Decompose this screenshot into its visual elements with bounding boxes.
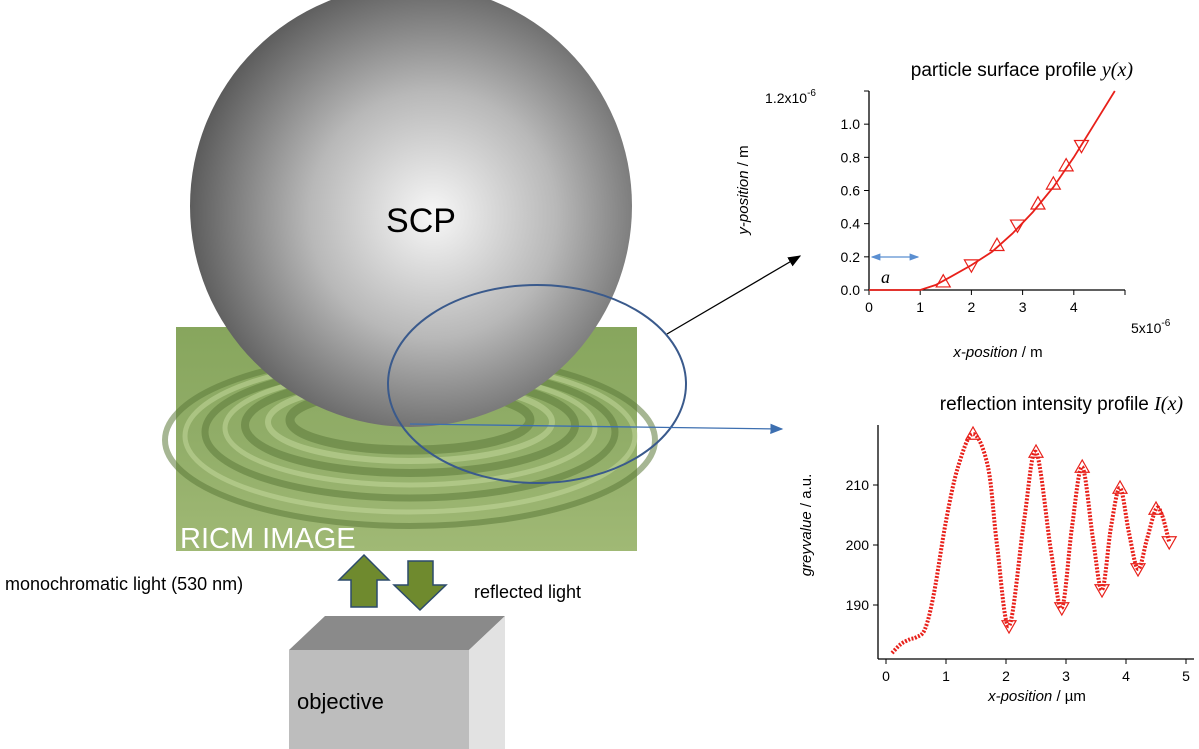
chart2-y-tick-label: 190 bbox=[846, 597, 870, 613]
chart1-series-line bbox=[869, 90, 1116, 291]
scp-label: SCP bbox=[386, 202, 456, 240]
arrow-to-intensity-profile bbox=[409, 423, 784, 435]
chart1-marker-up bbox=[1058, 157, 1075, 172]
contact-radius-label: a bbox=[881, 267, 890, 287]
chart1-x-tick-label: 1 bbox=[916, 299, 924, 315]
chart2-axes: 0 1 2 3 4 5 190 200 210 bbox=[846, 425, 1194, 684]
chart2-marker-down bbox=[1093, 584, 1111, 599]
chart1-xlabel: x-position / m bbox=[952, 344, 1042, 361]
chart2-marker-up bbox=[964, 425, 982, 440]
chart2-xlabel: x-position / µm bbox=[987, 688, 1086, 705]
chart1-ylabel: y-position / m bbox=[735, 145, 752, 235]
chart2-marker-down bbox=[1161, 536, 1178, 551]
surface-profile-chart: particle surface profile y(x) 0 1 2 3 4 0.0 0.… bbox=[735, 59, 1171, 361]
ricm-image-label: RICM IMAGE bbox=[180, 523, 356, 555]
chart2-x-tick-label: 2 bbox=[1002, 668, 1010, 684]
chart1-x-tick-label: 2 bbox=[968, 299, 976, 315]
chart1-marker-up bbox=[935, 273, 952, 288]
chart1-marker-up bbox=[1029, 195, 1046, 210]
chart1-y-tick-label: 1.0 bbox=[841, 116, 861, 132]
chart2-marker-down bbox=[1000, 620, 1018, 635]
chart2-marker-down bbox=[1129, 563, 1147, 578]
chart2-marker-up bbox=[1074, 458, 1091, 473]
chart2-y-tick-label: 200 bbox=[846, 537, 870, 553]
region-of-interest-ellipse bbox=[387, 284, 687, 484]
incident-light-arrow bbox=[337, 553, 391, 608]
chart2-title: reflection intensity profile I(x) bbox=[940, 393, 1184, 415]
chart1-y-tick-label: 0.6 bbox=[841, 183, 861, 199]
objective-block: objective bbox=[289, 616, 505, 749]
chart2-x-tick-label: 4 bbox=[1122, 668, 1130, 684]
chart2-marks bbox=[890, 425, 1178, 655]
chart1-y-tick-label: 0.8 bbox=[841, 149, 861, 165]
chart2-x-tick-label: 3 bbox=[1062, 668, 1070, 684]
reflected-light-arrow bbox=[392, 560, 448, 612]
chart1-y-tick-label: 0.4 bbox=[841, 216, 861, 232]
chart1-marker-up bbox=[1045, 175, 1062, 190]
chart2-marker-up bbox=[1147, 500, 1165, 515]
chart2-y-tick-label: 210 bbox=[846, 477, 870, 493]
chart1-y-tick-label: 0.0 bbox=[841, 282, 861, 298]
chart1-marker-down bbox=[1073, 139, 1090, 154]
chart2-x-tick-label: 1 bbox=[942, 668, 950, 684]
chart1-marks bbox=[869, 90, 1116, 291]
objective-label: objective bbox=[297, 689, 384, 714]
chart1-x-exp-label: 5x10-6 bbox=[1131, 318, 1171, 336]
chart2-marker-down bbox=[1053, 602, 1070, 617]
chart1-x-tick-label: 3 bbox=[1019, 299, 1027, 315]
chart1-x-tick-label: 0 bbox=[865, 299, 873, 315]
chart2-marker-up bbox=[1027, 443, 1045, 458]
scp-particle: SCP bbox=[190, 0, 632, 427]
incident-light-label: monochromatic light (530 nm) bbox=[5, 574, 243, 594]
chart1-marker-up bbox=[988, 237, 1006, 252]
chart2-ylabel: greyvalue / a.u. bbox=[798, 474, 815, 577]
chart1-title: particle surface profile y(x) bbox=[911, 59, 1134, 81]
arrow-to-surface-profile bbox=[666, 255, 802, 335]
chart2-x-tick-label: 0 bbox=[882, 668, 890, 684]
chart1-y-top-label: 1.2x10-6 bbox=[765, 88, 816, 106]
intensity-profile-chart: reflection intensity profile I(x) 0 1 2 3 4 5… bbox=[798, 393, 1194, 705]
chart1-x-tick-label: 4 bbox=[1070, 299, 1078, 315]
chart1-axes: 0 1 2 3 4 0.0 0.2 0.4 0.6 0.8 1.0 bbox=[841, 90, 1126, 315]
chart2-series-line bbox=[890, 431, 1172, 655]
chart1-y-tick-label: 0.2 bbox=[841, 249, 861, 265]
chart1-marker-down bbox=[963, 259, 980, 274]
chart2-marker-up bbox=[1111, 479, 1129, 494]
reflected-light-label: reflected light bbox=[474, 582, 581, 602]
chart1-marker-down bbox=[1009, 219, 1026, 234]
chart2-x-tick-label: 5 bbox=[1182, 668, 1190, 684]
